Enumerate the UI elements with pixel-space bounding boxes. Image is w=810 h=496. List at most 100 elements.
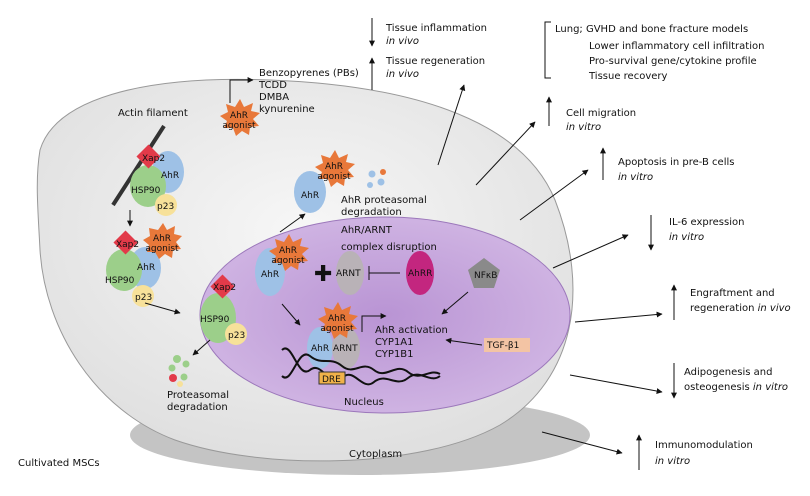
hsp90-shape [130,165,166,207]
ligand-1: TCDD [258,80,287,91]
p23-shape [132,285,154,307]
arnt-shape [332,327,360,369]
arrow-outcome-engraftment [574,311,663,323]
arnt-shape [336,251,364,295]
agonist-label-2: agonist [271,256,305,266]
activation-label-3: CYP1B1 [375,349,414,360]
outcome-il6-sub: in vitro [669,232,704,243]
agonist-label-2: agonist [320,324,354,334]
agonist-label-2: agonist [317,172,351,182]
outcome-migration: Cell migration [566,108,636,119]
agonist-label-1: AhR [325,162,343,172]
ahr-label: AhR [311,344,329,354]
ahr-shape [294,171,326,213]
agonist-label-1: AhR [328,314,346,324]
plus-sign: ✚ [314,262,332,287]
outcome-lung: Lung; GVHD and bone fracture models [555,24,748,35]
outcome-adipo-1: Adipogenesis and [684,367,772,378]
agonist-label-1: AhR [279,246,297,256]
activation-label-2: CYP1A1 [375,337,414,348]
cyto-degradation-label-1: Proteasomal [167,390,229,401]
hsp90-label: HSP90 [200,315,230,325]
arrow-tgf [445,337,483,346]
arrow-outcome-il6 [552,234,629,269]
outcome-il6: IL-6 expression [669,217,744,228]
p23-shape [155,194,177,216]
nfkb-shape [468,258,500,288]
agonist-label-1: AhR [153,234,171,244]
outcome-engraftment-1: Engraftment and [690,288,775,299]
hsp90-label: HSP90 [105,276,135,286]
arrow-outcome-immuno [541,431,623,455]
p23-label: p23 [135,293,152,303]
arrow-to-hsp90-complex [144,302,181,315]
activation-label-1: AhR activation [375,325,448,336]
outcome-inflammation: Tissue inflammation [385,23,487,34]
ahr-agonist-degradation: AhR agonist AhR [294,150,355,213]
bracket-lung [544,21,551,79]
ahr-label: AhR [301,191,319,201]
xap2-label: Xap2 [142,154,165,164]
dre-label: DRE [322,375,341,385]
ahr-complex-actin: Xap2 AhR HSP90 p23 [130,144,184,216]
agonist-starburst [269,234,309,271]
outcome-lung-item-1: Pro-survival gene/cytokine profile [589,56,757,67]
arrow-nfkb [441,291,469,315]
xap2-label: Xap2 [213,283,236,293]
outcome-immuno: Immunomodulation [655,440,753,451]
nucleus-label: Nucleus [344,397,384,408]
outcome-adipo-2: osteogenesis in vitro [684,382,788,393]
xap2-shape [210,274,235,299]
agonist-top-label-2: agonist [222,121,256,131]
agonist-top-label-1: AhR [230,111,248,121]
arrow-to-ahr-degradation [279,213,306,233]
xap2-label: Xap2 [116,240,139,250]
ligand-0: Benzopyrenes (PBs) [259,68,359,79]
arnt-label: ARNT [333,344,358,354]
tgf-box [484,338,530,352]
tgf-label: TGF-β1 [486,341,519,351]
arrow-to-activation [281,303,301,326]
ligand-3: kynurenine [259,104,315,115]
ligand-2: DMBA [259,92,289,103]
cyto-degradation-label-2: degradation [167,402,228,413]
agonist-starburst [318,302,358,339]
degradation-fragments-cyto [168,355,190,387]
outcome-regeneration: Tissue regeneration [385,56,485,67]
outcome-engraftment-2: regeneration in vivo [690,303,791,314]
agonist-starburst [143,223,182,259]
arrow-transcription [361,313,387,332]
dre-box [318,371,346,385]
ahrr-shape [406,251,434,295]
arrow-outcome-regeneration [437,84,466,166]
transcription-complex: AhR agonist AhR ARNT [307,302,360,369]
xap2-shape [113,230,138,255]
degradation-fragments-nuc [367,169,386,188]
arrow-agonist-ligands [229,77,254,103]
cytoplasm-label: Cytoplasm [349,449,402,460]
ahr-label: AhR [161,171,179,181]
msc-label: Cultivated MSCs [18,458,100,469]
actin-filament [111,124,166,207]
arrow-outcome-adipo [569,374,663,394]
outcome-lung-item-0: Lower inflammatory cell infiltration [589,41,764,52]
outcome-immuno-sub: in vitro [655,456,690,467]
complex-disruption-label-1: AhR/ARNT [341,225,393,236]
outcome-migration-sub: in vitro [566,122,601,133]
agonist-starburst [315,150,355,187]
complex-disruption-label-2: complex disruption [341,242,437,253]
agonist-starburst-top [220,99,260,136]
xap2-shape [136,144,161,169]
outcome-inflammation-sub: in vivo [386,36,419,47]
hsp90-shape [106,249,142,291]
proteasomal-degradation-label-2: degradation [341,207,402,218]
proteasomal-degradation-label-1: AhR proteasomal [341,195,427,206]
p23-label: p23 [228,331,245,341]
ahr-complex-agonist-bound: Xap2 AhR agonist AhR HSP90 p23 [105,223,182,307]
outcome-lung-item-2: Tissue recovery [588,71,668,82]
p23-shape [225,323,247,345]
arnt-label: ARNT [336,269,361,279]
dna-helix [281,347,441,386]
outcome-apoptosis-sub: in vitro [618,172,653,183]
